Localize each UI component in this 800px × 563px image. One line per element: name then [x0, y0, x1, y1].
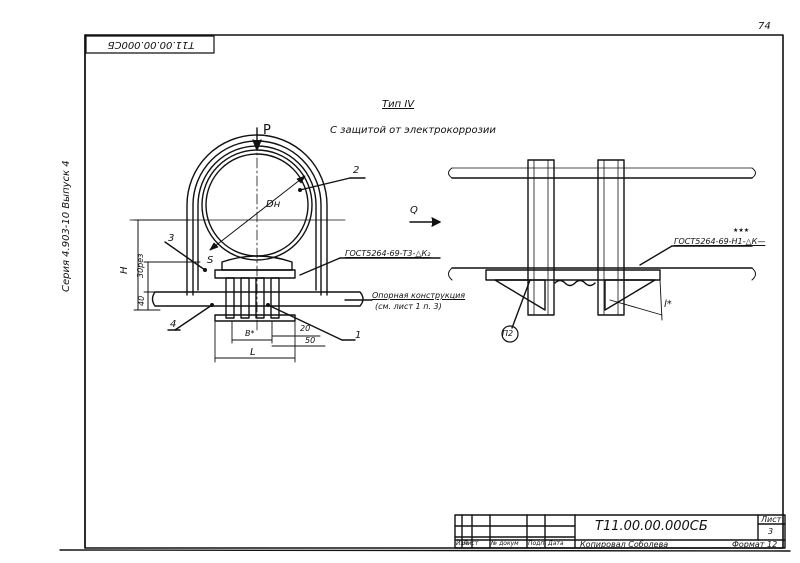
weld-super: ★★★ [733, 227, 750, 234]
dim-30: 30рез [136, 253, 145, 278]
type-title: Тип IV [382, 99, 415, 110]
thickness-label: S [207, 255, 214, 266]
callout-4: 4 [170, 319, 177, 330]
col-doc: № докум [491, 540, 519, 547]
part-ref: П2 [502, 329, 514, 338]
left-weld-note: ГОСТ5264-69-Т3-△К₂ [345, 249, 431, 258]
saddle-base [214, 269, 296, 279]
title-block [454, 514, 786, 549]
col-sign: Подп [528, 540, 545, 547]
rib-3 [255, 277, 265, 319]
stamp-box [85, 35, 215, 54]
dim-20: 20 [300, 324, 311, 333]
support-plate [485, 269, 661, 281]
callout-1: 1 [355, 330, 362, 341]
frame-bottom-ext [59, 549, 791, 552]
col-date: Дата [548, 540, 564, 547]
rib-1 [225, 277, 235, 319]
callout-3: 3 [168, 233, 175, 244]
diameter-label: Dн [266, 199, 281, 210]
title-block-code: Т11.00.00.000СБ [595, 519, 708, 534]
rib-4 [270, 277, 280, 319]
sheet-number: 74 [758, 21, 771, 32]
col-izm: Изм [456, 540, 469, 547]
dim-50: 50 [305, 336, 316, 345]
support-beam [151, 291, 364, 307]
support-note-2: (см. лист 1 п. 3) [375, 302, 442, 311]
rib-2 [240, 277, 250, 319]
support-note-1: Опорная конструкция [372, 291, 466, 300]
force-label: P [263, 123, 271, 138]
dim-l: L [250, 347, 256, 358]
callout-2: 2 [353, 165, 360, 176]
dim-b: В* [245, 329, 255, 338]
clamp-band-right [597, 159, 625, 316]
col-list: Лист [463, 540, 479, 547]
format-label: Формат 12 [732, 540, 778, 549]
stamp-code: T11.00.00.000CБ [107, 39, 195, 50]
sheet-value: 3 [768, 527, 774, 536]
flow-label: Q [410, 205, 418, 216]
clamp-band-left [527, 159, 555, 316]
part-ref-circle [501, 325, 519, 343]
copied-by: Копировал Соболева [580, 540, 669, 549]
dim-40: 40 [137, 295, 146, 306]
sheet-header: Лист [761, 515, 782, 524]
dim-l-star: l* [664, 299, 672, 310]
diameter-leader [209, 175, 306, 251]
saddle [221, 255, 293, 271]
right-weld-note: ГОСТ5264-69-Н1-△К— [674, 237, 766, 246]
subtitle: С защитой от электрокоррозии [330, 125, 496, 136]
dim-h: H [119, 266, 130, 274]
series-label: Серия 4.903-10 Выпуск 4 [61, 160, 72, 292]
